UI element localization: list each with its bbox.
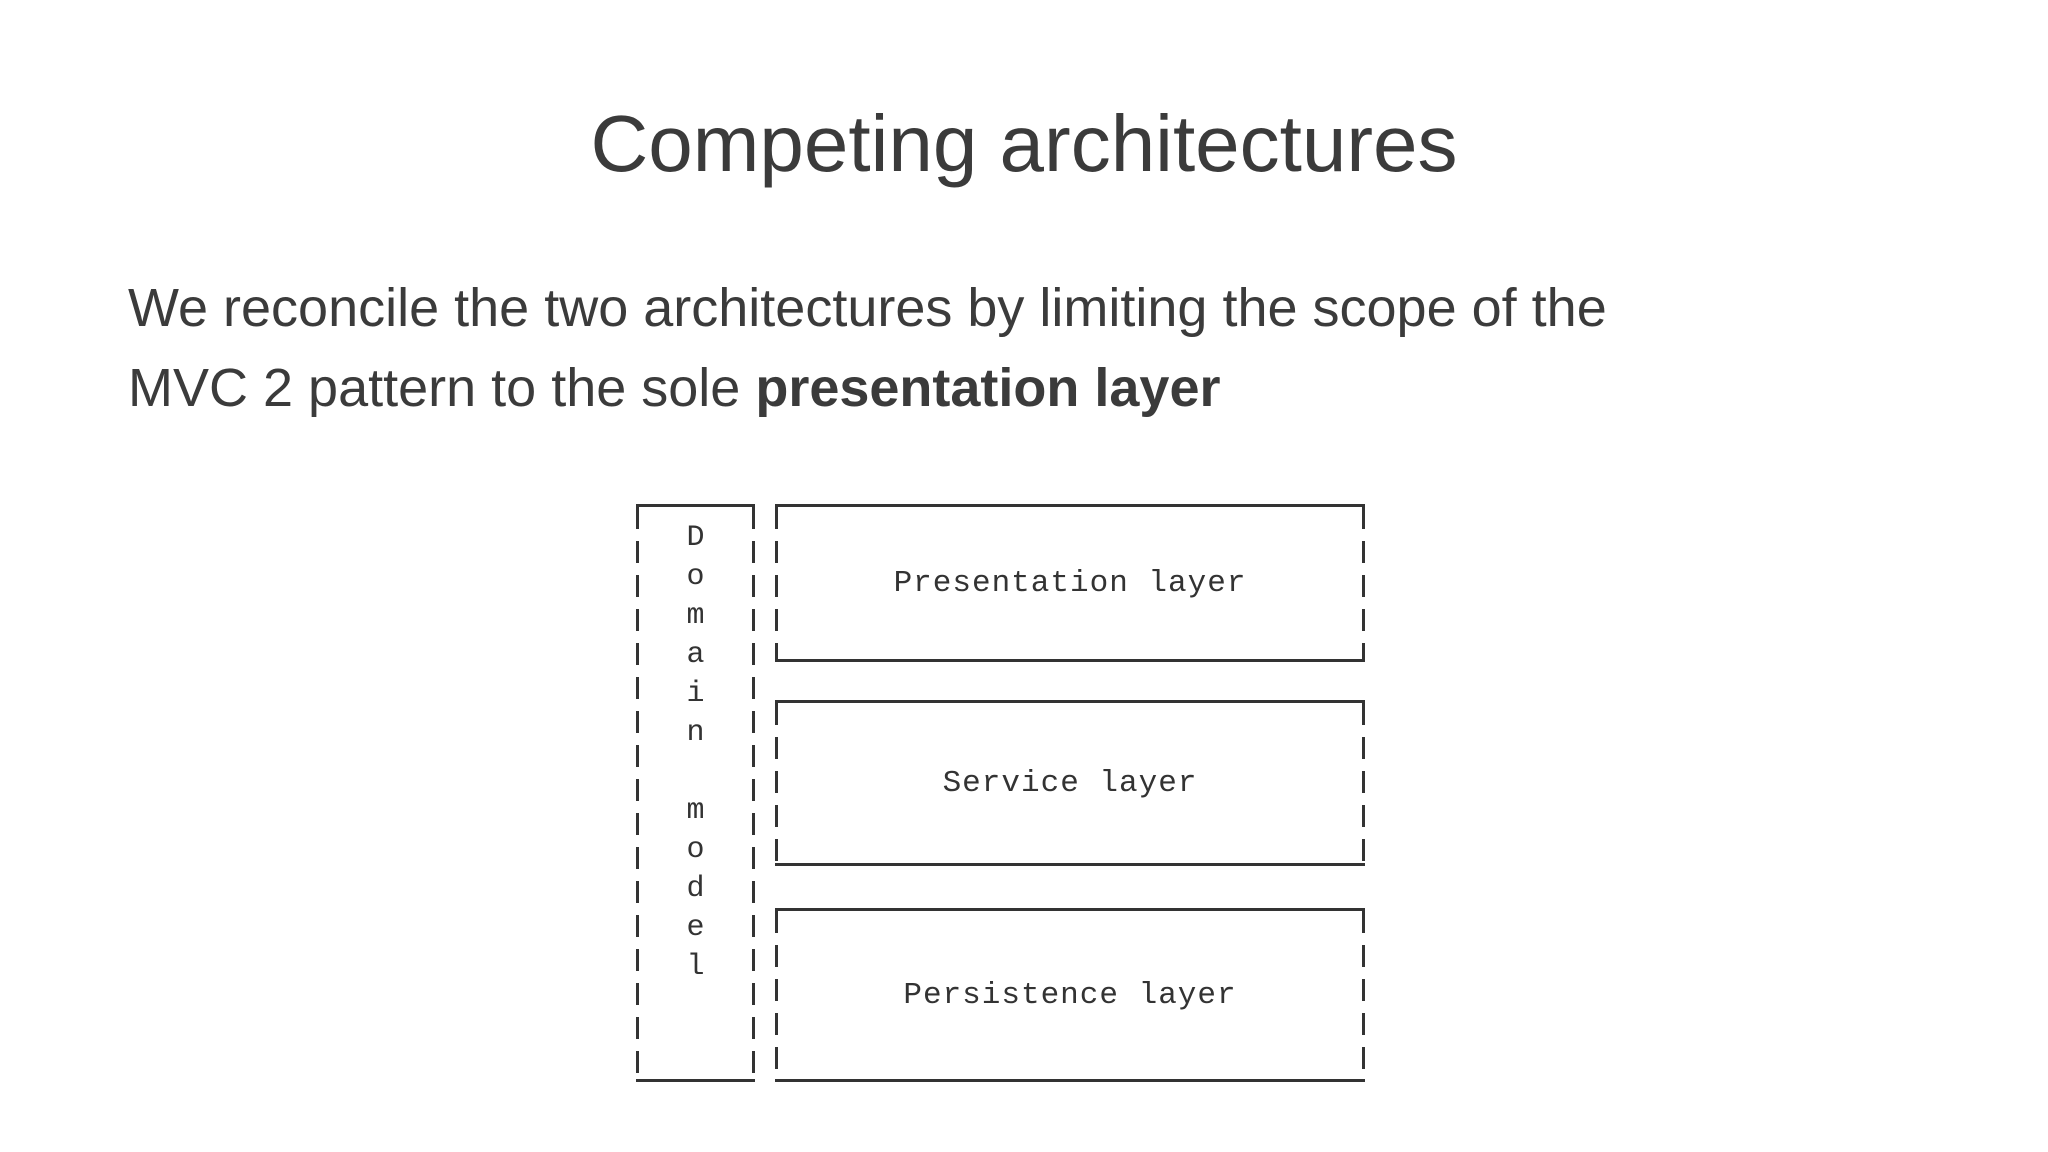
service-layer-box: Service layer [775,700,1365,866]
body-line-2: MVC 2 pattern to the sole presentation l… [128,348,1928,428]
domain-model-vertical-label: D o m a i n m o d e l [686,521,705,984]
persistence-layer-box: Persistence layer [775,908,1365,1082]
presentation-layer-label: Presentation layer [893,565,1247,601]
presentation-layer-box: Presentation layer [775,504,1365,662]
slide-title: Competing architectures [590,99,1458,188]
architecture-diagram: D o m a i n m o d e l Presentation layer… [636,504,1365,1082]
service-layer-label: Service layer [942,765,1198,801]
body-line-1: We reconcile the two architectures by li… [128,278,1607,338]
body-bold-presentation-layer: presentation layer [755,358,1221,418]
domain-model-box: D o m a i n m o d e l [636,504,755,1082]
body-line-2-prefix: MVC 2 pattern to the sole [128,358,756,418]
persistence-layer-label: Persistence layer [903,977,1237,1013]
slide-body-text: We reconcile the two architectures by li… [128,268,1928,428]
